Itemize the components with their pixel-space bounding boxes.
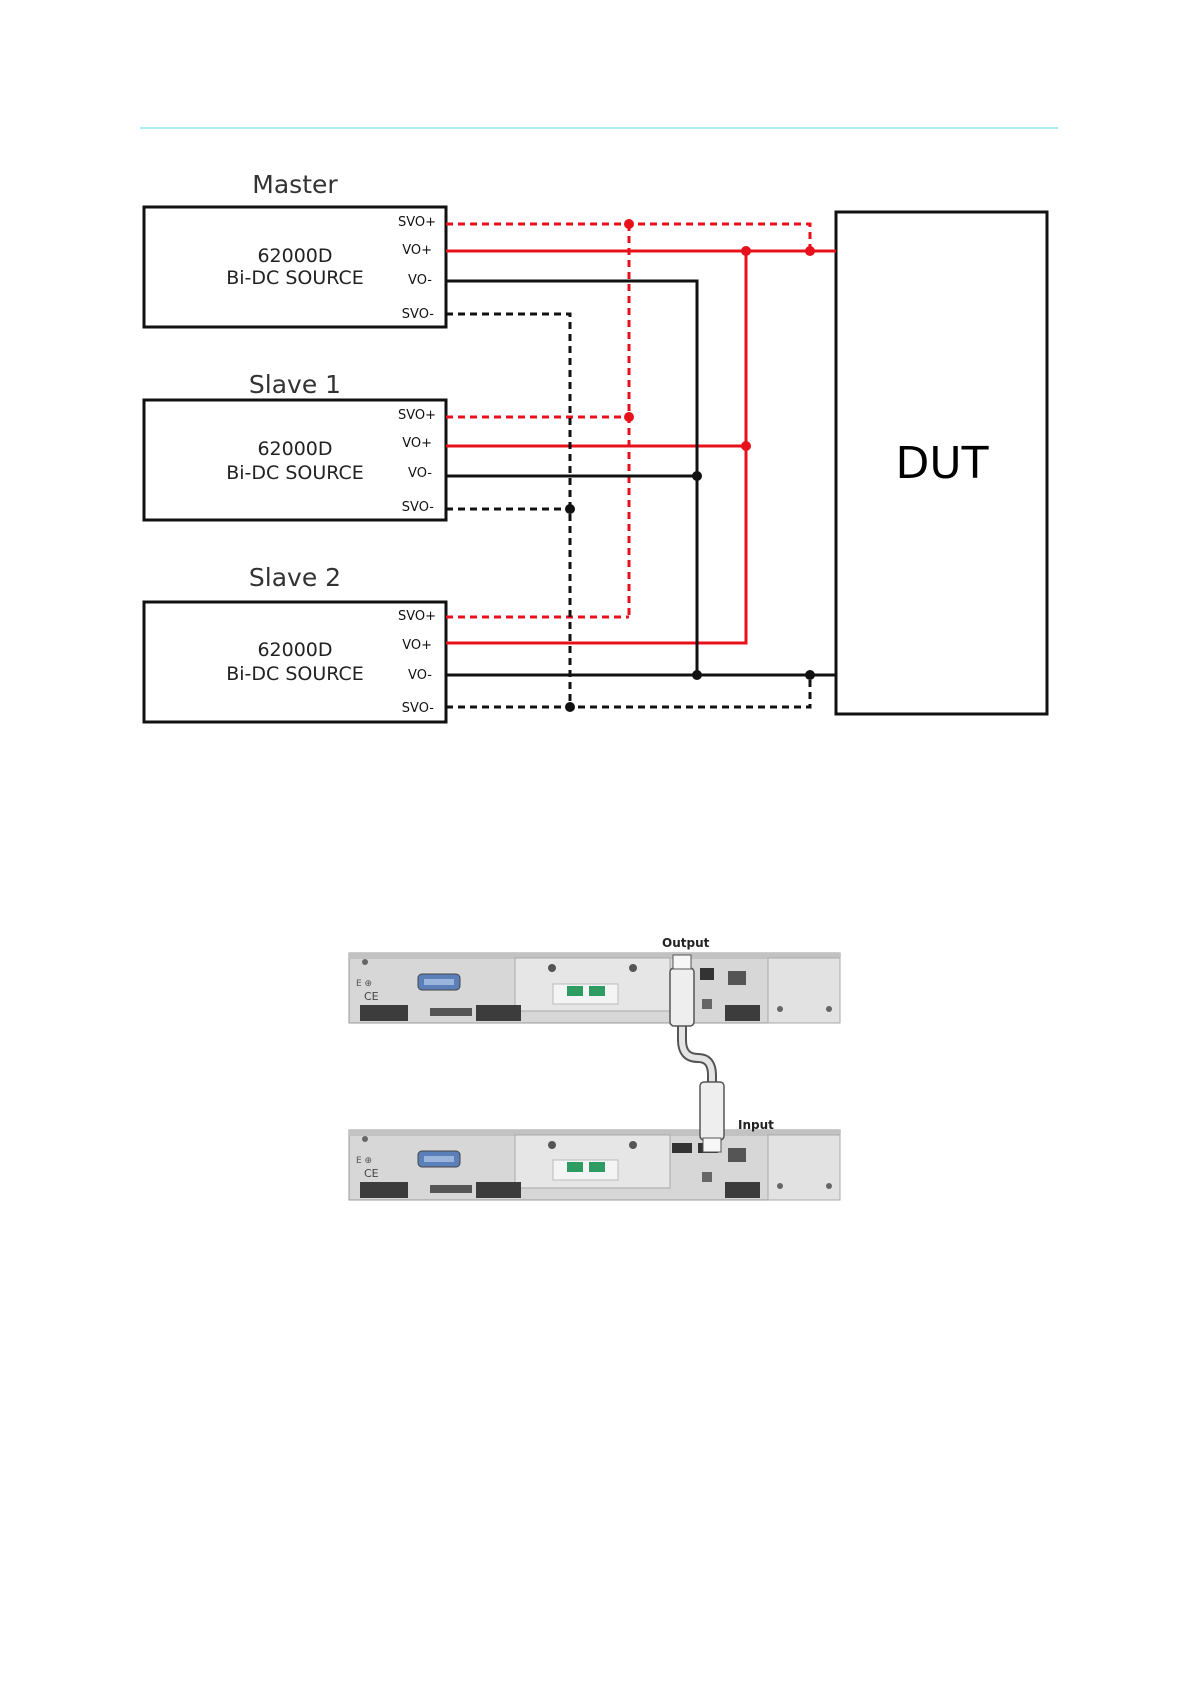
junction-dot [741,441,751,451]
junction-dot [692,670,702,680]
unit-title: Slave 1 [249,370,341,399]
terminal-vo-plus: VO+ [402,436,432,451]
unit-slave-1: Slave 1 62000D Bi-DC SOURCE SVO+ VO+ VO-… [144,370,446,520]
terminal-vo-minus: VO- [408,273,432,288]
terminal-svo-minus: SVO- [402,307,435,322]
unit-master: Master 62000D Bi-DC SOURCE SVO+ VO+ VO- … [144,170,446,327]
junction-dot [565,702,575,712]
terminal-svo-plus: SVO+ [398,408,436,423]
unit-model: 62000D [257,438,332,460]
junction-dots [565,219,815,712]
unit-title: Slave 2 [249,563,341,592]
dut-label: DUT [896,438,989,489]
unit-model: 62000D [257,245,332,267]
output-label: Output [662,936,710,950]
junction-dot [805,670,815,680]
net-vo-minus [446,281,836,675]
terminal-vo-plus: VO+ [402,638,432,653]
input-label: Input [738,1118,774,1132]
terminal-vo-minus: VO- [408,668,432,683]
rear-panel-upper: E ⊕ CE [349,953,840,1023]
unit-type: Bi-DC SOURCE [226,267,364,289]
rear-panel-lower: E ⊕ CE [349,1130,840,1200]
junction-dot [692,471,702,481]
terminal-svo-minus: SVO- [402,701,435,716]
junction-dot [741,246,751,256]
junction-dot [805,246,815,256]
svg-text:E ⊕: E ⊕ [356,979,372,989]
unit-title: Master [252,170,338,199]
svg-text:CE: CE [364,990,379,1003]
wiring-diagram: DUT Master 62000D Bi-DC SOURCE SVO+ VO+ … [144,170,1047,722]
net-vo-plus [446,251,836,643]
junction-dot [624,219,634,229]
terminal-svo-plus: SVO+ [398,609,436,624]
terminal-vo-plus: VO+ [402,243,432,258]
svg-text:E ⊕: E ⊕ [356,1156,372,1166]
unit-slave-2: Slave 2 62000D Bi-DC SOURCE SVO+ VO+ VO-… [144,563,446,722]
svg-text:CE: CE [364,1167,379,1180]
terminal-vo-minus: VO- [408,466,432,481]
terminal-svo-plus: SVO+ [398,215,436,230]
junction-dot [624,412,634,422]
junction-dot [565,504,575,514]
rear-panel-illustration: E ⊕ CE E ⊕ CE [349,936,840,1200]
terminal-svo-minus: SVO- [402,500,435,515]
unit-model: 62000D [257,639,332,661]
unit-type: Bi-DC SOURCE [226,663,364,685]
unit-type: Bi-DC SOURCE [226,462,364,484]
